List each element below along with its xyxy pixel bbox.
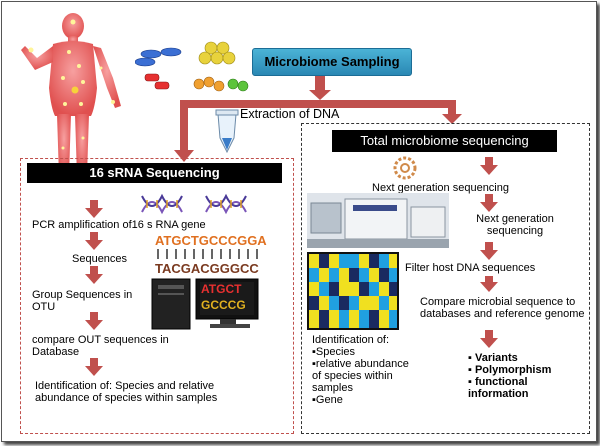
right-step-ngs-1: Next generation sequencing <box>372 182 509 194</box>
sequencing-machine-image <box>307 193 449 248</box>
sequence-top: ATGCTGCCCGGA <box>155 233 267 248</box>
identification-item: ▪Species <box>312 346 356 358</box>
left-step-identification: Identification of: Species and relative … <box>35 380 218 404</box>
test-tube-icon <box>215 109 239 154</box>
microbiome-sampling-box: Microbiome Sampling <box>252 48 412 76</box>
left-step-group: Group Sequences in OTU <box>32 289 133 313</box>
identification-item: ▪Gene <box>312 394 343 406</box>
variant-item: ▪ functional information <box>468 376 529 400</box>
left-header: 16 sRNA Sequencing <box>27 163 282 183</box>
bacteria-illustration <box>135 41 249 92</box>
right-step-compare: Compare microbial sequence to databases … <box>420 296 585 320</box>
variants-list: ▪ Variants ▪ Polymorphism ▪ functional i… <box>468 352 583 400</box>
left-step-compare: compare OUT sequences in Database <box>32 334 169 358</box>
left-step-pcr: PCR amplification of16 s RNA gene <box>32 219 206 231</box>
screen-seq-top: ATGCT <box>201 282 242 296</box>
heatmap-image <box>307 252 399 330</box>
human-body-figure <box>21 13 121 176</box>
screen-seq-bottom: GCCCG <box>201 298 246 312</box>
left-step-sequences: Sequences <box>72 253 128 265</box>
computer-icon <box>151 278 259 330</box>
base-pair-lines <box>157 249 258 259</box>
sequence-bottom: TACGACGGGCC <box>155 261 259 276</box>
right-header: Total microbiome sequencing <box>332 130 557 152</box>
dna-helix-icon <box>141 193 247 215</box>
right-identification-list: ▪Species ▪relative abundance of species … <box>312 346 412 406</box>
right-step-filter: Filter host DNA sequences <box>405 262 536 274</box>
extraction-label: Extraction of DNA <box>240 107 340 121</box>
right-step-ngs-2: Next generation sequencing <box>476 213 554 237</box>
right-identification-title: Identification of: <box>312 334 390 346</box>
variant-item: ▪ Variants <box>468 352 518 364</box>
identification-item: ▪relative abundance of species within sa… <box>312 358 409 394</box>
variant-item: ▪ Polymorphism <box>468 364 552 376</box>
right-panel <box>301 123 590 434</box>
sequencer-icon <box>393 156 417 180</box>
left-panel <box>20 158 294 434</box>
